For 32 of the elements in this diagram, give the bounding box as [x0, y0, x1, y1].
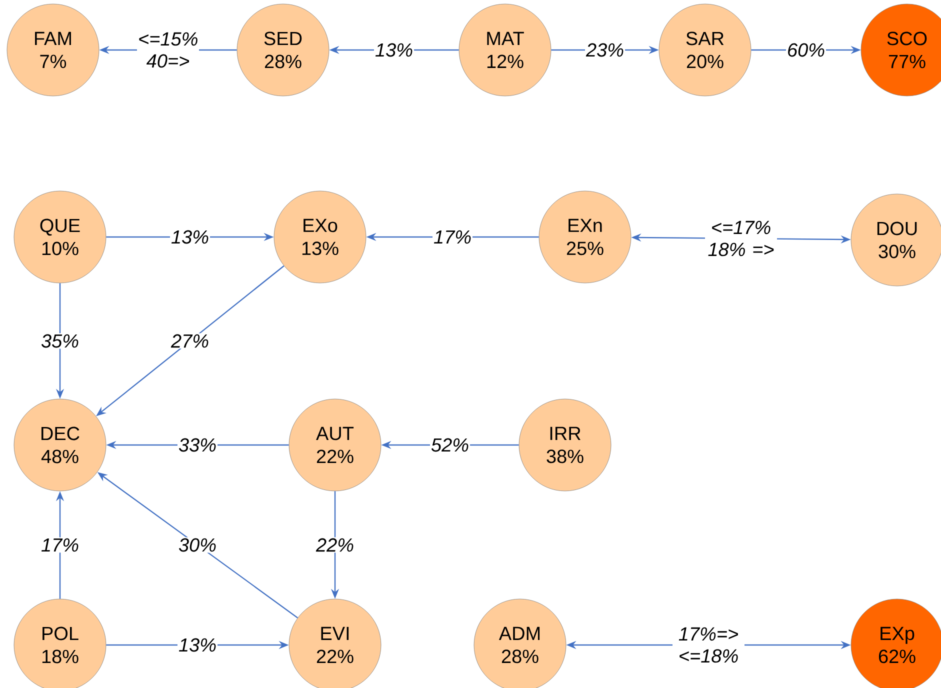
circle-node: QUE 10% — [14, 190, 106, 284]
circle-node: SCO 77% — [860, 4, 941, 96]
edge-label: 23% — [585, 42, 626, 58]
edge-label: 33% — [178, 437, 218, 453]
edge-label: 35% — [40, 333, 80, 349]
edge-label: 13% — [374, 42, 414, 58]
circle-node: AUT 22% — [288, 398, 382, 492]
circle-node: POL 18% — [14, 598, 106, 688]
edge-label: 22% — [315, 537, 356, 553]
circle-node: SED 28% — [236, 4, 330, 96]
edge-label: 30% — [178, 537, 218, 553]
circle-node: SAR 20% — [658, 4, 752, 96]
circle-node: EXp 62% — [850, 598, 941, 688]
edge-label: 13% — [178, 637, 218, 653]
edge-label: <=15% 40=> — [137, 31, 199, 69]
circle-node: IRR 38% — [518, 398, 612, 492]
edge-label: 52% — [430, 437, 470, 453]
edge-label: 17%=> <=18% — [672, 626, 744, 664]
edge-label: 27% — [170, 333, 210, 349]
circle-node: MAT 12% — [458, 4, 552, 96]
circle-node: EVI 22% — [288, 598, 382, 688]
circle-node: EXo 13% — [274, 190, 366, 284]
edge-label: 17% — [40, 537, 80, 553]
circle-node: DOU 30% — [850, 194, 941, 286]
circle-node: DEC 48% — [14, 398, 106, 492]
circle-node: FAM 7% — [6, 4, 100, 96]
edge-label: 60% — [786, 42, 826, 58]
edge-label: <=17% 18% => — [705, 220, 777, 258]
circle-node: ADM 28% — [474, 598, 566, 688]
circle-node: EXn 25% — [538, 190, 632, 284]
edge-label: 13% — [170, 229, 210, 245]
edge-label: 17% — [432, 229, 473, 245]
